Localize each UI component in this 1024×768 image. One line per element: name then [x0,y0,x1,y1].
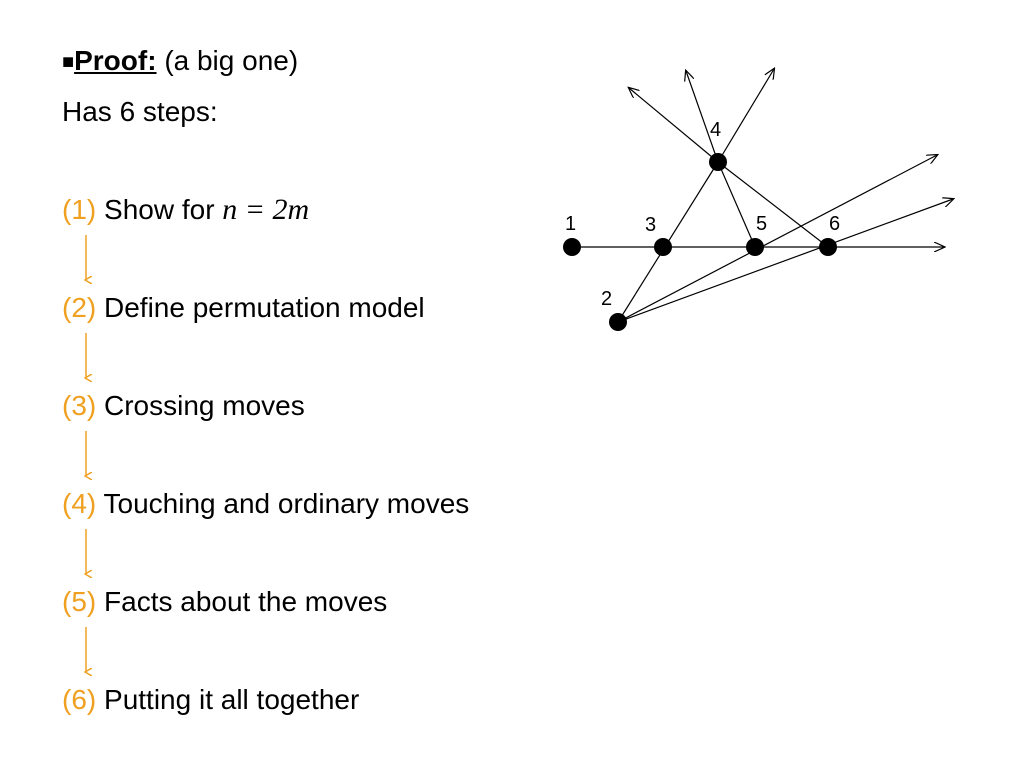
step-math: n = 2m [222,193,310,226]
step-3: (3) Crossing moves [62,389,305,423]
step-4: (4) Touching and ordinary moves [62,487,469,521]
node-6 [819,238,837,256]
step-text: Define permutation model [104,292,425,323]
step-text: Facts about the moves [104,586,388,617]
node-label-1: 1 [565,213,576,235]
step-number: (4) [62,488,97,519]
proof-heading: ■Proof: (a big one) [62,44,298,81]
ray-2-through-5 [617,155,937,323]
step-5: (5) Facts about the moves [62,585,387,619]
step-number: (5) [62,586,97,617]
node-label-6: 6 [829,213,840,235]
segment-4-6 [717,161,829,248]
step-text: Putting it all together [104,684,360,715]
step-text: Touching and ordinary moves [103,488,470,519]
step-number: (1) [62,194,97,225]
proof-note: (a big one) [164,45,299,76]
node-5 [746,238,764,256]
ray-4-upright [717,69,774,163]
step-6: (6) Putting it all together [62,683,359,717]
proof-word: Proof: [74,45,157,76]
ray-4-up [686,71,719,163]
node-label-4: 4 [710,119,721,141]
step-text: Crossing moves [104,390,305,421]
node-4 [709,153,727,171]
ray-4-upleft [629,88,719,163]
ray-2-through-6 [617,199,953,323]
step-2: (2) Define permutation model [62,291,425,325]
node-1 [563,238,581,256]
steps-intro: Has 6 steps: [62,96,218,127]
node-label-5: 5 [756,213,767,235]
node-2 [609,313,627,331]
step-1: (1) Show for n = 2m [62,193,309,227]
step-text: Show for [104,194,223,225]
node-3 [654,238,672,256]
node-label-3: 3 [645,214,656,236]
step-number: (3) [62,390,97,421]
square-bullet-icon: ■ [62,51,75,73]
step-number: (2) [62,292,97,323]
segment-4-5 [717,161,756,248]
step-number: (6) [62,684,97,715]
node-label-2: 2 [601,288,612,310]
